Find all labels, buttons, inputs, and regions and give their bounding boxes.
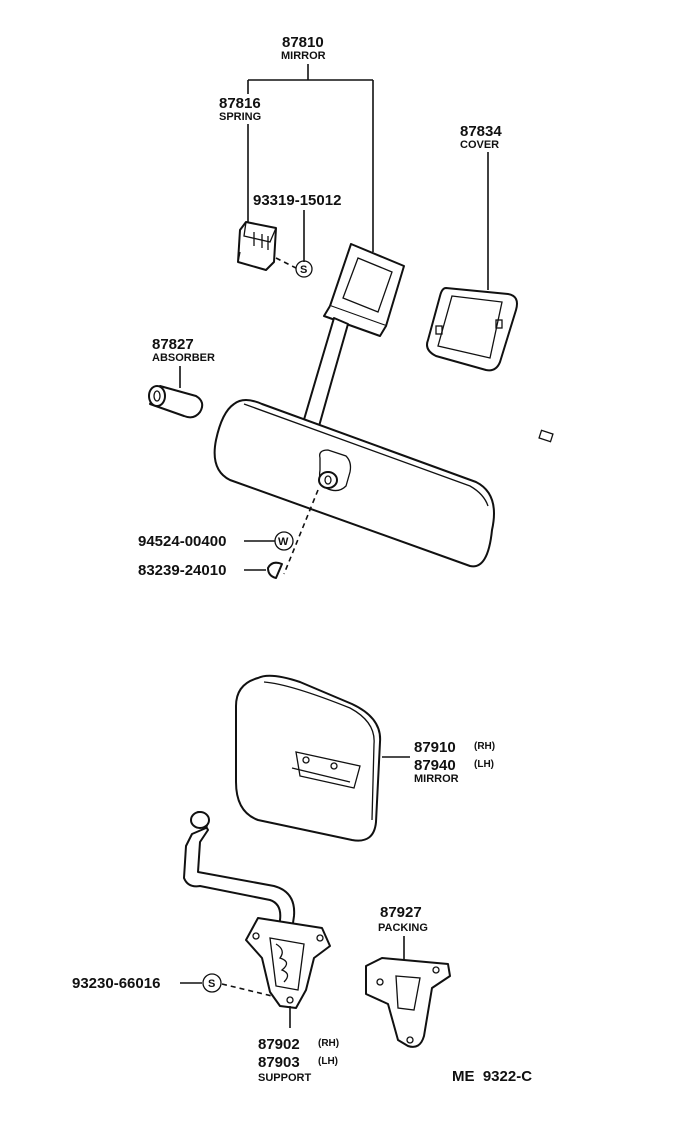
support-dash	[221, 983, 273, 997]
label-87910-number: 87910	[414, 739, 456, 756]
label-87816-name: SPRING	[219, 111, 261, 123]
label-87834-number: 87834	[460, 123, 502, 140]
label-87902-number: 87902	[258, 1036, 300, 1053]
label-87816-number: 87816	[219, 95, 261, 112]
label-94524-00400: 94524-00400	[138, 533, 226, 550]
inner-mirror-body	[213, 399, 554, 568]
spring-bracket	[237, 221, 277, 271]
spring-dash	[275, 257, 297, 269]
leader-87810	[247, 64, 374, 252]
label-87927-number: 87927	[380, 904, 422, 921]
screw-s2-symbol: S	[202, 973, 222, 993]
label-87810-name: MIRROR	[281, 50, 326, 62]
absorber	[148, 385, 204, 419]
label-87940-suffix: (LH)	[474, 759, 494, 770]
svg-text:S: S	[208, 978, 215, 990]
label-87927-name: PACKING	[378, 922, 428, 934]
svg-text:S: S	[300, 264, 307, 276]
label-87940-number: 87940	[414, 757, 456, 774]
label-87910-name: MIRROR	[414, 773, 459, 785]
outer-mirror	[235, 674, 382, 842]
reference-code: ME 9322-C	[452, 1068, 532, 1085]
label-87827-number: 87827	[152, 336, 194, 353]
label-87827-name: ABSORBER	[152, 352, 215, 364]
label-87902-name: SUPPORT	[258, 1072, 311, 1084]
label-87810-number: 87810	[282, 34, 324, 51]
svg-text:W: W	[278, 536, 289, 548]
label-93319-15012: 93319-15012	[253, 192, 341, 209]
screw-s-symbol: S	[295, 260, 313, 278]
washer-w-symbol: W	[274, 531, 294, 551]
label-87902-suffix: (RH)	[318, 1038, 339, 1049]
packing	[365, 957, 451, 1048]
label-87903-number: 87903	[258, 1054, 300, 1071]
label-83239-24010: 83239-24010	[138, 562, 226, 579]
screw-83239	[267, 561, 283, 579]
label-87903-suffix: (LH)	[318, 1056, 338, 1067]
cover	[426, 287, 518, 372]
label-87910-suffix: (RH)	[474, 741, 495, 752]
label-93230-66016: 93230-66016	[72, 975, 160, 992]
screw-dash	[283, 489, 319, 575]
support-bracket	[245, 917, 331, 1009]
label-87834-name: COVER	[460, 139, 499, 151]
